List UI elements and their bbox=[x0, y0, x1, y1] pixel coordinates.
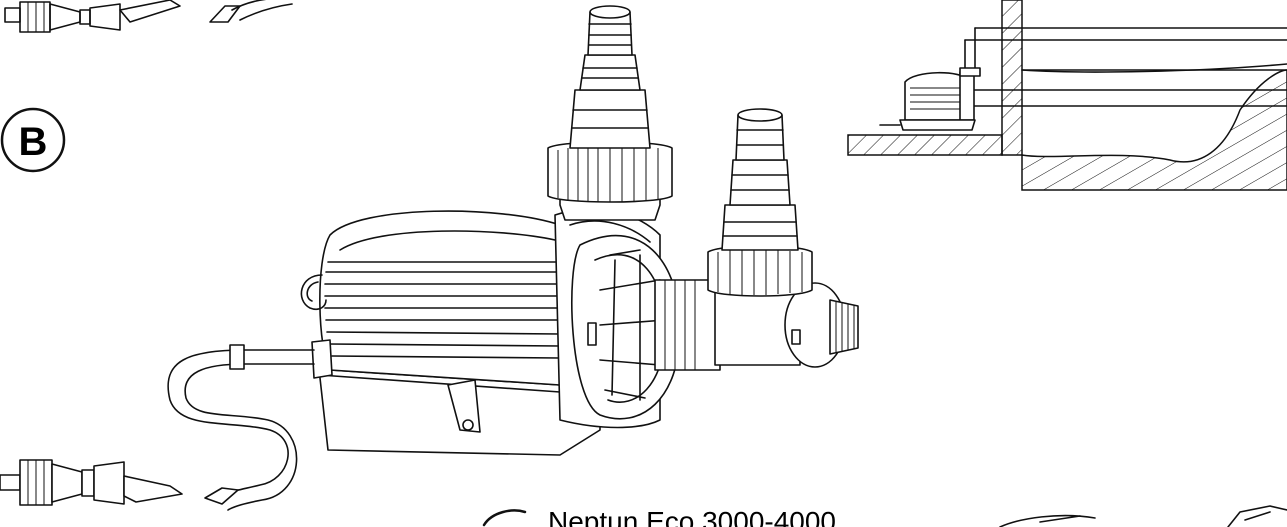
side-outlet bbox=[654, 108, 859, 371]
plug-icon-bottom bbox=[0, 459, 183, 506]
bottom-right-parts bbox=[999, 505, 1287, 527]
motor-fins bbox=[324, 261, 561, 359]
cable-icon-top bbox=[209, 0, 293, 23]
impeller-ribs bbox=[599, 249, 666, 401]
cable-end-bottom bbox=[204, 487, 239, 505]
section-b-label: B bbox=[19, 120, 48, 164]
vertical-outlet bbox=[547, 5, 673, 221]
pump-icon bbox=[300, 5, 859, 456]
next-section-header: Neptun Eco 3000-4000 bbox=[482, 506, 836, 527]
cable-icon bbox=[167, 344, 315, 511]
plug-icon-top bbox=[4, 0, 181, 33]
section-b-marker: B bbox=[0, 107, 66, 173]
model-title: Neptun Eco 3000-4000 bbox=[548, 506, 836, 527]
installation-diagram bbox=[847, 0, 1287, 191]
